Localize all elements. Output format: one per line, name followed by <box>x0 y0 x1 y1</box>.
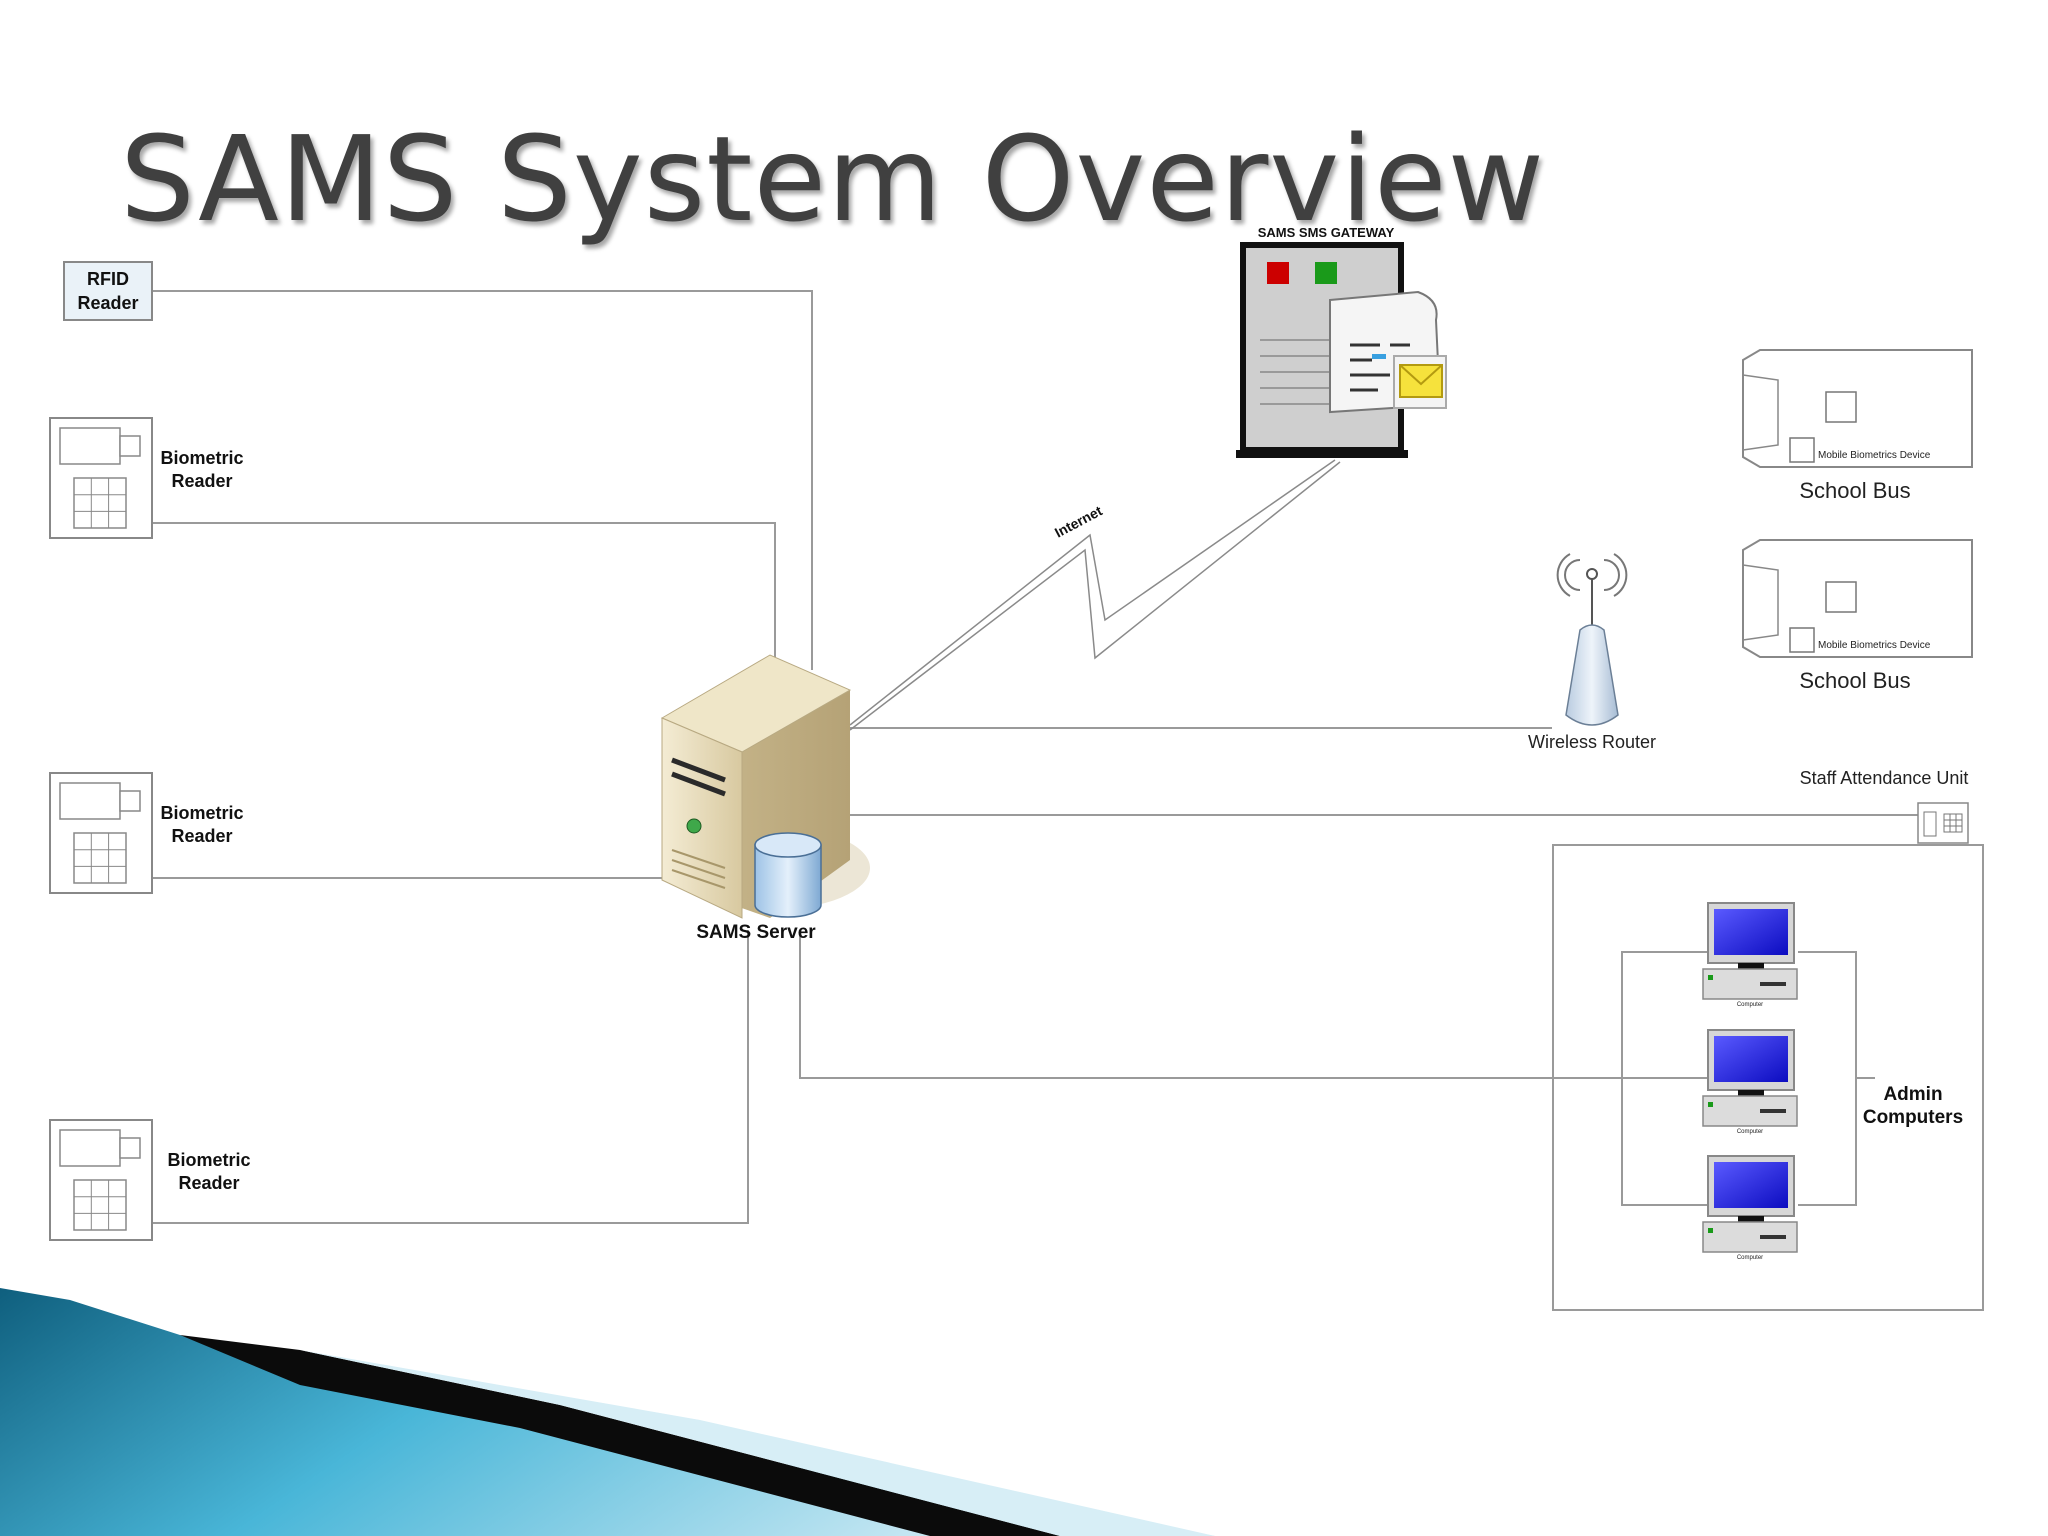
admin-computer: Computer <box>1702 902 1798 1008</box>
connection-lines <box>152 290 1984 1311</box>
mobile-biometrics-device-label: Mobile Biometrics Device <box>1818 450 1931 461</box>
internet-label: Internet <box>1052 502 1105 540</box>
slide-title: SAMS System Overview <box>120 110 1546 248</box>
decorative-swoosh <box>0 1288 1215 1536</box>
school-bus-label: School Bus <box>1799 668 1910 693</box>
server-label: SAMS Server <box>696 922 816 943</box>
admin-computer: Computer <box>1702 1029 1798 1135</box>
school-bus-label: School Bus <box>1799 478 1910 503</box>
wireless-router-label: Wireless Router <box>1528 732 1656 752</box>
wireless-router: Wireless Router <box>1528 553 1656 752</box>
staff-unit-label: Staff Attendance Unit <box>1800 768 1969 788</box>
computer-caption: Computer <box>1737 1002 1763 1008</box>
mobile-biometrics-device-label: Mobile Biometrics Device <box>1818 640 1931 651</box>
sms-gateway: SAMS SMS GATEWAY <box>1236 225 1447 458</box>
computer-caption: Computer <box>1737 1255 1763 1261</box>
sams-server: SAMS Server <box>660 654 870 943</box>
computer-caption: Computer <box>1737 1129 1763 1135</box>
gateway-label: SAMS SMS GATEWAY <box>1258 225 1395 240</box>
admin-computer: Computer <box>1702 1155 1798 1261</box>
staff-attendance-unit: Staff Attendance Unit <box>1800 768 1969 844</box>
